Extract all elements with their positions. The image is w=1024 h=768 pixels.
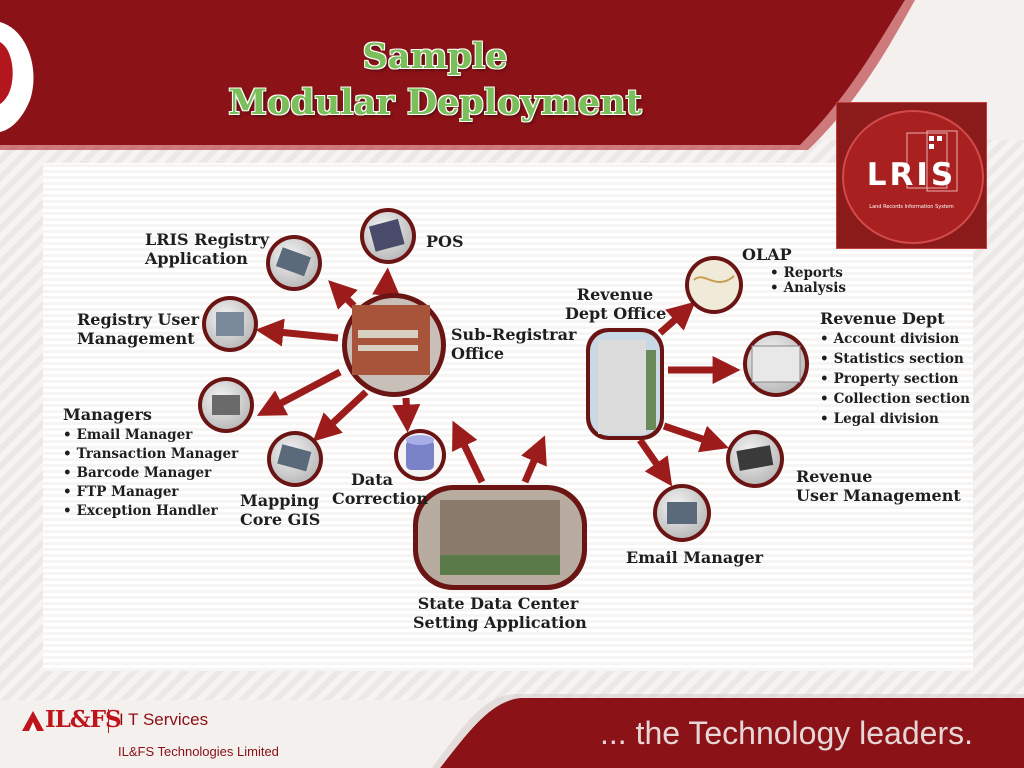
label-registry-user: Registry User Management <box>77 310 200 348</box>
list-item: Statistics section <box>820 349 970 369</box>
list-item: FTP Manager <box>63 483 238 502</box>
list-item: Reports <box>770 266 846 281</box>
connector-arrows <box>255 267 741 487</box>
managers-list: Email Manager Transaction Manager Barcod… <box>63 426 239 521</box>
node-data-correction <box>394 429 446 481</box>
managers-block: Managers Email Manager Transaction Manag… <box>63 405 238 521</box>
label-olap: OLAP <box>742 245 792 264</box>
footer-band <box>0 694 1024 768</box>
list-item: Transaction Manager <box>63 445 239 464</box>
node-sub-registrar <box>342 293 446 397</box>
label-revenue-dept: Revenue Dept <box>820 309 945 328</box>
list-item: Barcode Manager <box>63 464 238 483</box>
olap-block: OLAP Reports Analysis <box>742 245 846 296</box>
label-sub-registrar: Sub-Registrar Office <box>451 325 577 363</box>
slide-title: Sample Modular Deployment <box>150 34 720 126</box>
list-item: Account division <box>820 329 970 349</box>
logo-building-icon <box>906 130 958 192</box>
label-lris-registry: LRIS Registry Application <box>145 230 270 268</box>
node-revenue-office <box>586 328 664 440</box>
footer-separator <box>108 709 109 733</box>
arrow-sdc-to-sub-registrar <box>452 420 486 484</box>
arrow-to-olap <box>657 301 696 336</box>
olap-list: Reports Analysis <box>770 266 846 296</box>
label-revenue-user: Revenue User Management <box>796 467 961 505</box>
arrow-to-email-manager <box>637 438 673 487</box>
node-state-data-center <box>413 485 587 590</box>
list-item: Analysis <box>770 281 846 296</box>
node-mapping <box>267 431 323 487</box>
arrow-to-managers <box>256 368 342 416</box>
logo-text: LRIS <box>866 157 957 193</box>
title-line-1: Sample <box>362 36 508 77</box>
node-managers <box>198 377 254 433</box>
label-pos: POS <box>426 232 464 251</box>
lris-logo: LRIS Land Records Information System <box>836 102 987 249</box>
header-band <box>0 0 915 150</box>
title-line-2: Modular Deployment <box>228 82 642 123</box>
label-state-data-center: State Data Center Setting Application <box>413 594 587 632</box>
label-email-manager: Email Manager <box>626 548 764 567</box>
footer-tagline: ... the Technology leaders. <box>600 715 973 751</box>
label-mapping: Mapping Core GIS <box>240 491 321 529</box>
revenue-dept-list: Account division Statistics section Prop… <box>820 329 970 429</box>
arrow-to-data-correction <box>392 397 421 433</box>
arrow-sdc-to-revenue <box>521 435 547 484</box>
label-managers: Managers <box>63 405 152 424</box>
logo-circle <box>842 110 984 244</box>
footer-company: IL&FS Technologies Limited <box>118 744 279 759</box>
list-item: Legal division <box>820 409 970 429</box>
footer-brand: IL&FS <box>45 706 122 733</box>
list-item: Collection section <box>820 389 970 409</box>
logo-subtext: Land Records Information System <box>869 204 954 210</box>
node-pos <box>360 208 416 264</box>
ilfs-logo-icon <box>22 711 44 731</box>
node-olap <box>685 256 743 314</box>
list-item: Exception Handler <box>63 502 238 521</box>
node-email-manager <box>653 484 711 542</box>
arrow-to-pos <box>372 267 401 297</box>
arrow-to-lris-registry <box>328 280 358 310</box>
node-registry-user <box>202 296 258 352</box>
arrow-to-registry-user <box>255 318 339 347</box>
node-revenue-user <box>726 430 784 488</box>
revenue-dept-block: Revenue Dept Account division Statistics… <box>820 309 970 429</box>
list-item: Email Manager <box>63 426 238 445</box>
arrow-to-revenue-user <box>662 422 729 453</box>
list-item: Property section <box>820 369 970 389</box>
arrow-to-mapping <box>312 389 369 442</box>
footer-service: I T Services <box>119 710 209 729</box>
label-revenue-dept-office: Revenue Dept Office <box>565 285 667 323</box>
label-data-correction: Data Correction <box>332 470 428 508</box>
node-lris-registry <box>266 235 322 291</box>
node-revenue-dept <box>743 331 809 397</box>
